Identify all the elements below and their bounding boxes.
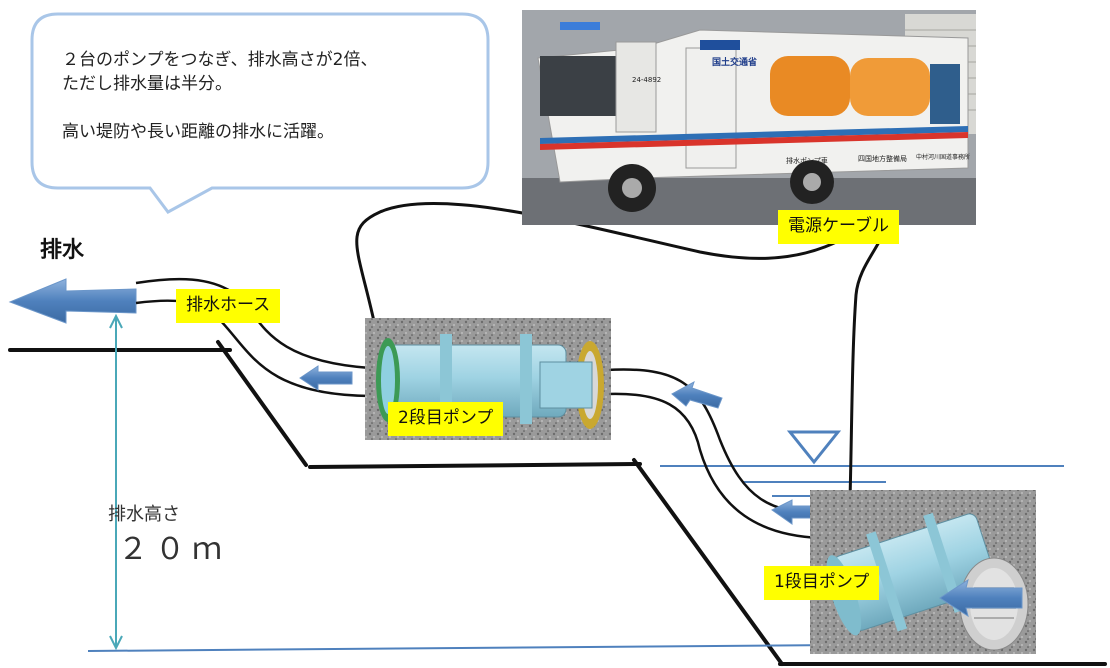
power-cable-label: 電源ケーブル	[778, 210, 899, 244]
height-dimension-arrow	[109, 313, 123, 651]
callout-line-3: 高い堤防や長い距離の排水に活躍。	[62, 122, 334, 142]
truck-plate: 24-4892	[632, 76, 662, 84]
callout-text: ２台のポンプをつなぎ、排水高さが2倍、 ただし排水量は半分。 高い堤防や長い距離…	[62, 48, 482, 144]
embankment-profile	[8, 340, 1107, 666]
truck-agency-marking: 国土交通省	[712, 58, 758, 68]
callout-line-1: ２台のポンプをつなぎ、排水高さが2倍、	[62, 50, 378, 70]
discharge-arrow	[8, 278, 137, 324]
outlet-title: 排水	[40, 238, 85, 263]
pump2-label: 2段目ポンプ	[388, 402, 504, 436]
truck-vehicle-name: 排水ポンプ車	[786, 157, 828, 165]
callout-line-2: ただし排水量は半分。	[62, 74, 232, 94]
height-value: ２０ｍ	[118, 532, 229, 567]
pump1-label: 1段目ポンプ	[764, 566, 880, 600]
callout-bubble	[30, 12, 490, 214]
height-label: 排水高さ	[108, 504, 180, 525]
truck-bureau: 四国地方整備局	[858, 155, 907, 163]
flow-arrow-pump1-inlet	[939, 578, 1023, 618]
flow-arrow-hose	[299, 365, 353, 391]
datum-line	[87, 644, 841, 652]
truck-office: 中村河川国道事務所	[916, 154, 971, 161]
pump-truck-photo	[522, 10, 976, 225]
flow-arrow-pump1-out	[771, 499, 815, 525]
hose-label: 排水ホース	[176, 289, 281, 323]
water-level-triangle	[786, 430, 842, 465]
flow-arrow-pump2-in	[671, 380, 723, 409]
